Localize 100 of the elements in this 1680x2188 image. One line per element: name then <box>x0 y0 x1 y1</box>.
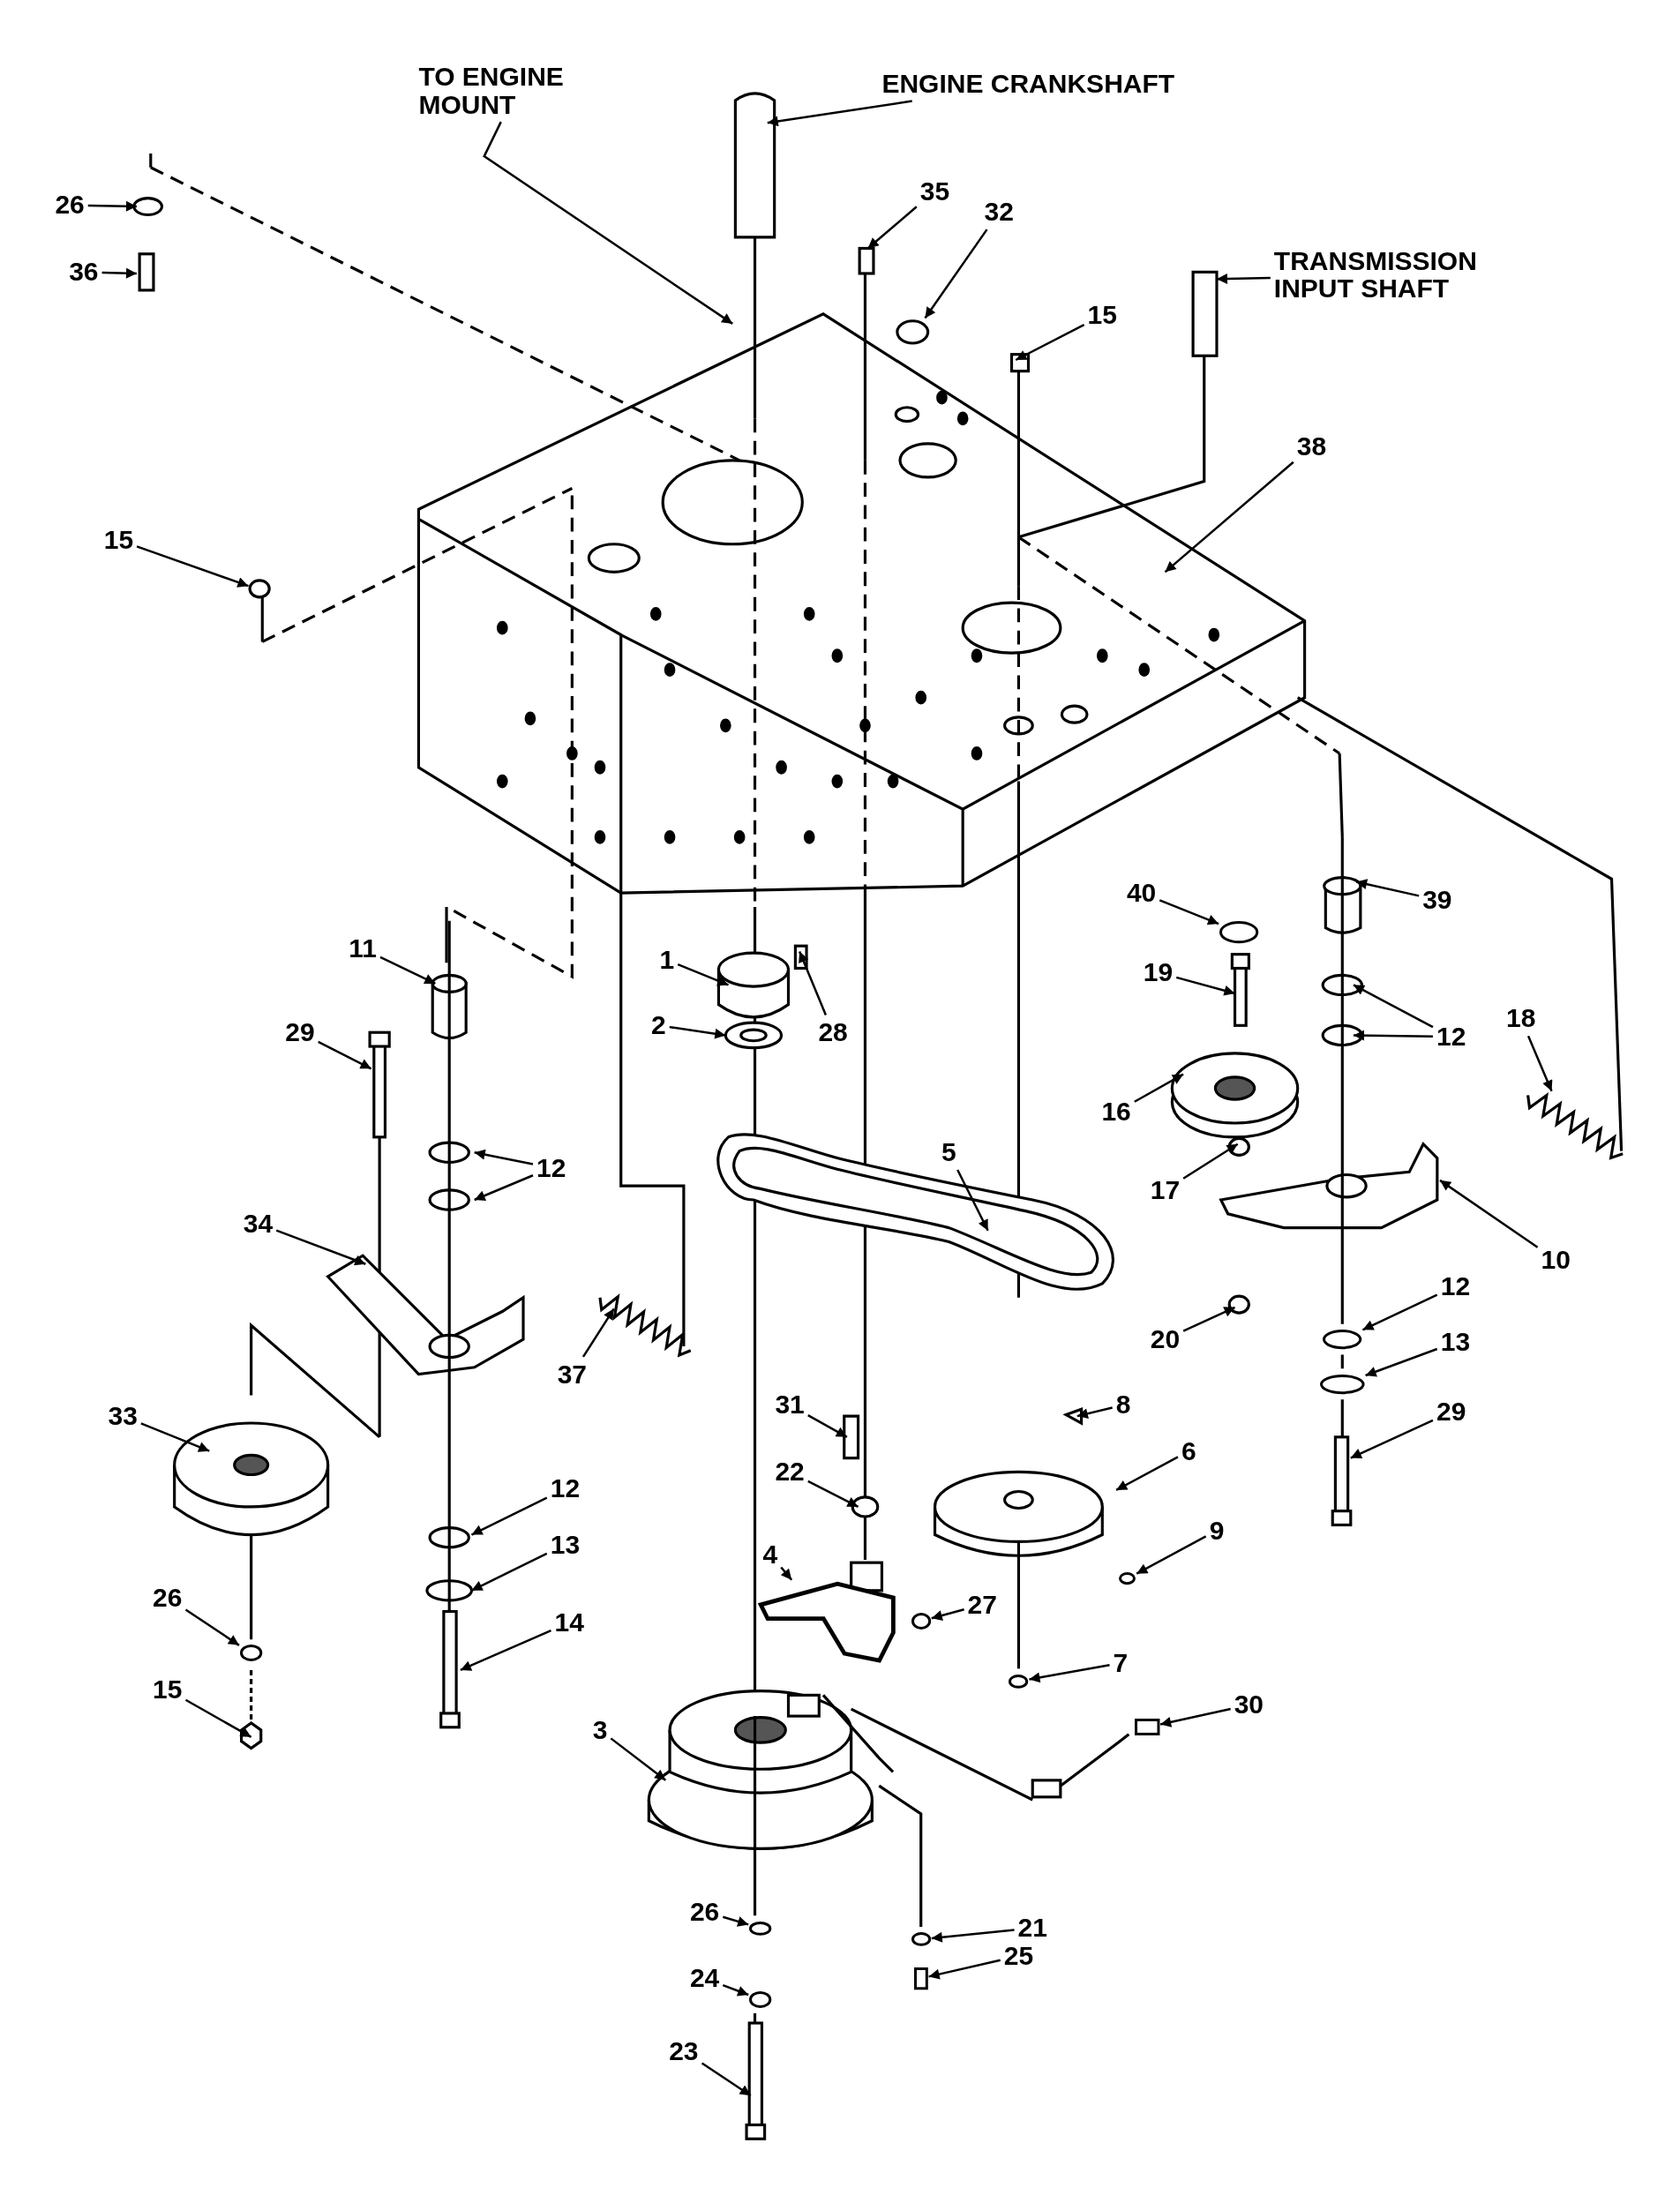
leader-line <box>1076 1406 1113 1420</box>
leader-line <box>1182 1306 1236 1332</box>
callout-number: 1 <box>659 946 675 974</box>
leader-line <box>1015 323 1085 362</box>
leader-line <box>1159 899 1219 925</box>
callout-number: 15 <box>103 526 134 554</box>
leader-line <box>1029 1663 1110 1683</box>
washer <box>911 1932 931 1947</box>
flat-washer <box>1320 1374 1365 1394</box>
leader-line <box>701 2062 752 2097</box>
callout-number: 25 <box>1003 1942 1034 1970</box>
leader-line <box>1136 1535 1207 1575</box>
leader-line <box>474 1149 534 1165</box>
callout-number: 12 <box>1440 1272 1471 1300</box>
leader-line <box>470 1496 548 1536</box>
callout-number: 26 <box>55 191 85 220</box>
leader-line <box>1350 1419 1434 1459</box>
leader-line <box>460 1630 551 1672</box>
leader-line <box>483 121 733 325</box>
leader-line <box>924 229 988 319</box>
callout-number: 37 <box>557 1360 588 1389</box>
callout-number: 29 <box>285 1018 315 1046</box>
leader-line <box>140 1422 210 1452</box>
leader-line <box>928 1959 1001 1980</box>
callout-number: 12 <box>1436 1023 1466 1051</box>
callout-number: 31 <box>775 1390 805 1420</box>
callout-number: 30 <box>1234 1690 1264 1720</box>
flat-washer <box>1323 1330 1362 1350</box>
leader-line <box>470 1552 548 1592</box>
callout-number: 36 <box>69 258 99 287</box>
leader-line <box>184 1698 252 1738</box>
leader-line <box>1353 984 1434 1029</box>
callout-label: TRANSMISSION INPUT SHAFT <box>1273 246 1554 303</box>
callout-label: TO ENGINE MOUNT <box>418 63 614 119</box>
callout-number: 15 <box>1087 301 1117 330</box>
leader-line <box>722 1915 749 1927</box>
leader-line <box>807 1480 859 1509</box>
callout-number: 22 <box>775 1457 805 1487</box>
callout-number: 12 <box>550 1474 581 1503</box>
callout-number: 40 <box>1126 879 1157 907</box>
nut <box>1009 1674 1029 1689</box>
leader-line <box>1526 1035 1553 1092</box>
leader-line <box>956 1169 989 1232</box>
leader-line <box>610 1737 667 1781</box>
leader-line <box>318 1040 372 1070</box>
bolt <box>913 1967 928 1990</box>
callout-number: 23 <box>669 2036 699 2065</box>
leader-line <box>1216 274 1271 284</box>
leader-line <box>101 267 137 279</box>
callout-number: 13 <box>1440 1328 1471 1357</box>
callout-number: 12 <box>536 1153 566 1182</box>
callout-number: 13 <box>550 1530 581 1559</box>
callout-number: 3 <box>592 1716 608 1744</box>
nut <box>749 1990 772 2008</box>
callout-number: 6 <box>1181 1436 1196 1465</box>
leader-line <box>799 951 828 1015</box>
callout-number: 9 <box>1209 1517 1225 1545</box>
leader-line <box>275 1229 366 1266</box>
callout-number: 29 <box>1436 1397 1466 1427</box>
callout-number: 17 <box>1150 1176 1181 1204</box>
leader-line <box>184 1608 240 1646</box>
callout-number: 35 <box>919 176 950 206</box>
callout-number: 20 <box>1150 1325 1181 1353</box>
leader-line <box>1175 976 1235 996</box>
leader-line <box>807 1413 848 1438</box>
callout-number: 39 <box>1422 886 1452 914</box>
leader-line <box>677 963 729 986</box>
callout-number: 19 <box>1143 958 1174 986</box>
callout-number: 14 <box>554 1608 584 1637</box>
leader-line <box>1439 1179 1539 1248</box>
callout-number: 5 <box>941 1138 956 1166</box>
nut <box>911 1613 931 1630</box>
leader-line <box>931 1929 1015 1943</box>
leader-line <box>1355 879 1420 897</box>
callout-number: 21 <box>1017 1914 1047 1943</box>
leader-line <box>931 1608 964 1621</box>
callout-number: 32 <box>984 198 1014 227</box>
leader-line <box>780 1566 793 1581</box>
leader-line <box>1164 461 1294 573</box>
callout-number: 26 <box>153 1583 183 1612</box>
washer <box>749 1921 772 1936</box>
leader-line <box>866 206 918 250</box>
leader-line <box>474 1174 534 1202</box>
callout-number: 28 <box>818 1018 848 1046</box>
callout-number: 24 <box>689 1964 720 1993</box>
washer <box>240 1645 263 1662</box>
leader-line <box>767 100 912 127</box>
leader-line <box>1365 1347 1438 1377</box>
leader-line <box>722 1984 749 1997</box>
callout-number: 10 <box>1541 1246 1571 1274</box>
leader-line <box>581 1308 615 1358</box>
leader-line <box>1159 1707 1231 1727</box>
leader-line <box>87 200 137 212</box>
wire-connector <box>1134 1719 1160 1736</box>
leader-line <box>136 545 249 588</box>
leader-line <box>1115 1456 1179 1492</box>
callout-number: 26 <box>689 1897 720 1926</box>
callout-number: 7 <box>1113 1649 1129 1677</box>
callout-number: 18 <box>1506 1004 1536 1033</box>
flat-washer <box>1219 920 1259 943</box>
